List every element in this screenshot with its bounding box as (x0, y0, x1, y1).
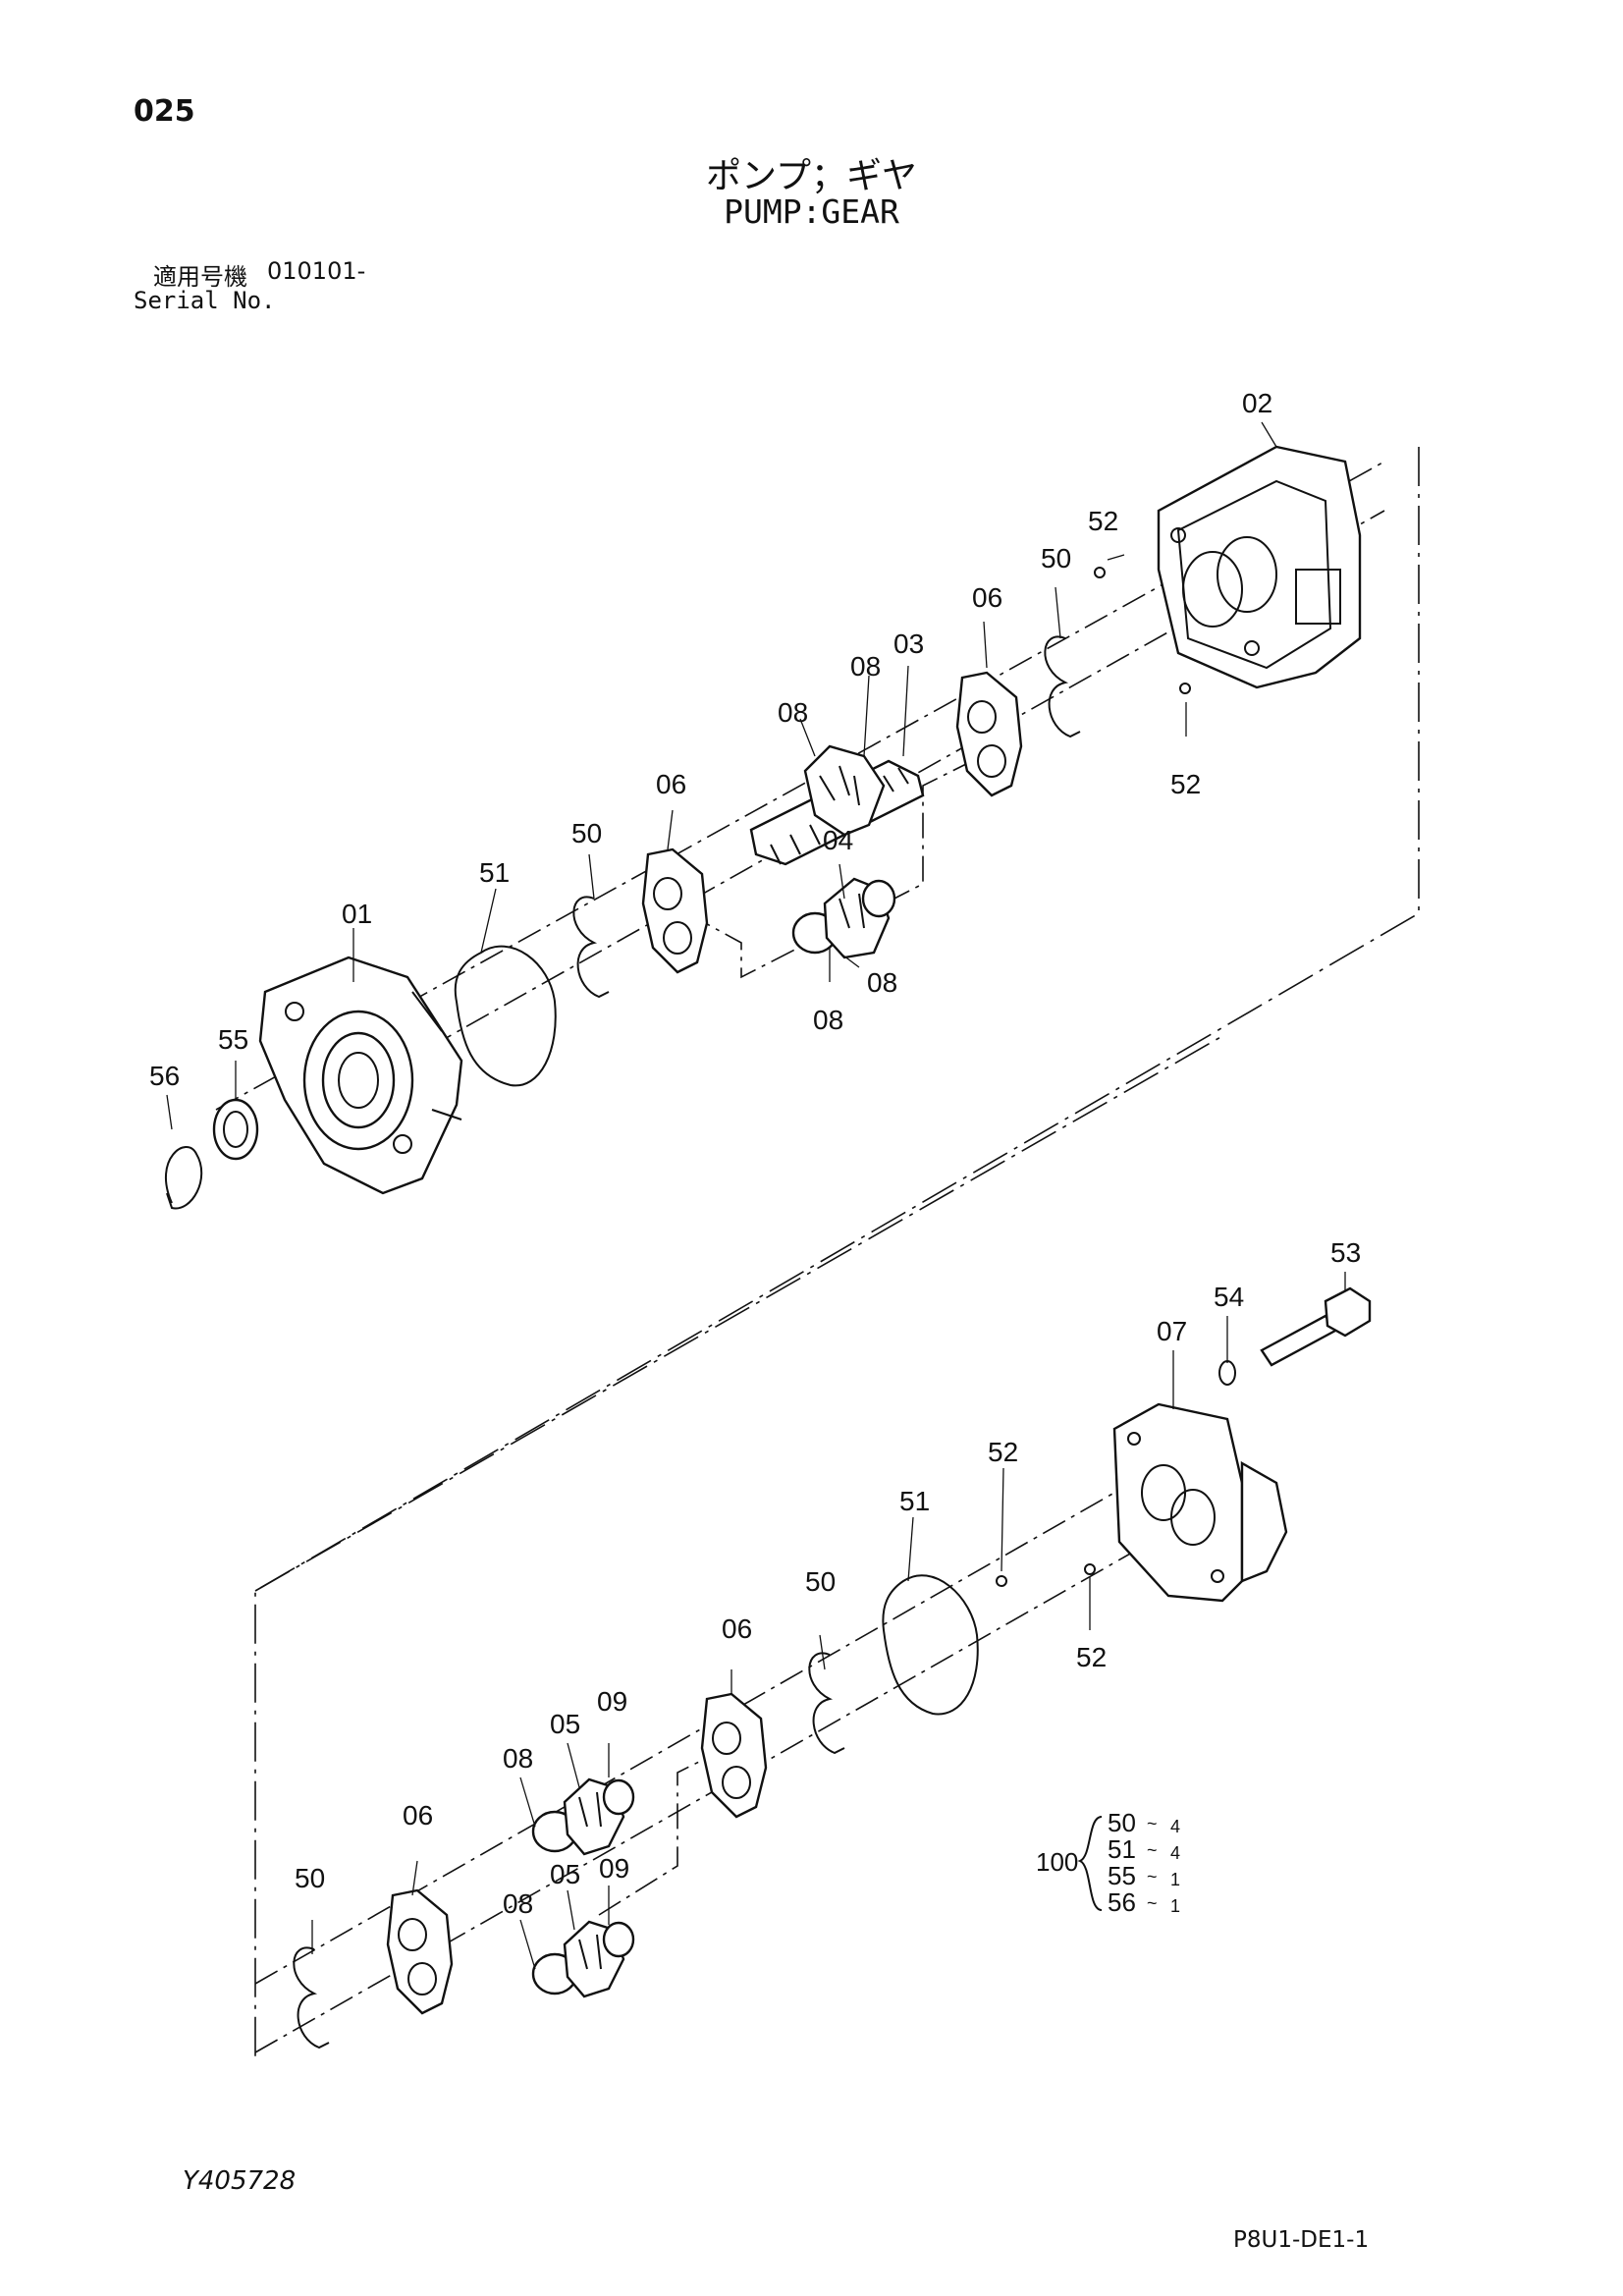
callout-05-lower-a: 05 (550, 1709, 580, 1739)
kit-brace (1077, 1816, 1103, 1911)
callout-51-upper: 51 (479, 857, 510, 888)
end-cover-part (1112, 1402, 1288, 1603)
callout-08-lower-b: 08 (503, 1888, 533, 1919)
gear-lower-upper-part (531, 1777, 635, 1856)
callout-03: 03 (893, 629, 924, 659)
leader-lines (166, 421, 1346, 1970)
page-title-english: PUMP:GEAR (724, 192, 899, 231)
callout-50-lower-left: 50 (295, 1863, 325, 1893)
gear-lower-lower-part (531, 1920, 635, 1998)
kit-tilde-50: ~ (1147, 1814, 1158, 1833)
callout-52-lower-b: 52 (1076, 1642, 1107, 1672)
kit-tilde-55: ~ (1147, 1867, 1158, 1886)
lower-frame-top (254, 1035, 1223, 1592)
side-plate-lower-left (386, 1888, 454, 2015)
callout-50-upper: 50 (1041, 543, 1071, 574)
kit-qty-50: 4 (1170, 1817, 1180, 1836)
kit-qty-55: 1 (1170, 1870, 1180, 1889)
callout-08-upper-d: 08 (813, 1005, 843, 1035)
kit-qty-56: 1 (1170, 1896, 1180, 1916)
kit-part-55: 55 (1108, 1861, 1136, 1890)
callout-06-lower-right: 06 (722, 1613, 752, 1644)
callout-53: 53 (1330, 1237, 1361, 1268)
callout-07: 07 (1157, 1316, 1187, 1346)
o-ring-upper (454, 945, 557, 1087)
page-number: 025 (134, 94, 195, 129)
callout-52-upper-b: 52 (1170, 769, 1201, 799)
bolt-part (1260, 1286, 1372, 1367)
drawing-code: Y405728 (183, 2166, 297, 2196)
drive-shaft-part (749, 744, 925, 866)
pin-lower-top (996, 1575, 1007, 1587)
callout-09-lower-a: 09 (597, 1686, 627, 1717)
callout-04: 04 (823, 825, 853, 855)
callout-52-upper: 52 (1088, 506, 1118, 536)
seal-lower-left (293, 1946, 330, 2050)
page-title-japanese: ポンプ；ギヤ (706, 156, 917, 196)
page-code: P8U1-DE1-1 (1233, 2227, 1370, 2253)
serial-number-value: 010101- (267, 257, 366, 285)
side-plate-lower-right (700, 1692, 768, 1819)
callout-52-lower-a: 52 (988, 1437, 1018, 1467)
kit-qty-51: 4 (1170, 1843, 1180, 1863)
seal-upper-right (1044, 635, 1081, 738)
callout-02: 02 (1242, 388, 1272, 418)
oil-seal-part (212, 1098, 259, 1161)
pin-lower-bottom (1084, 1563, 1096, 1575)
callout-08-upper-a: 08 (850, 651, 881, 682)
callout-06-upper-right: 06 (972, 582, 1002, 613)
kit-quantity-table: 100 50 ~ 4 51 ~ 4 55 ~ 1 56 ~ 1 (1036, 1808, 1180, 1917)
snap-ring-part (165, 1146, 203, 1210)
seal-upper-left (572, 896, 610, 999)
callout-01: 01 (342, 899, 372, 929)
callout-08-upper-b: 08 (778, 697, 808, 728)
serial-label-english: Serial No. (134, 287, 276, 314)
front-cover-part (258, 956, 463, 1195)
callout-56: 56 (149, 1061, 180, 1091)
serial-label-japanese: 適用号機 (153, 263, 247, 291)
kit-label: 100 (1036, 1847, 1078, 1877)
callout-50-lower-right: 50 (805, 1566, 836, 1597)
callout-50-upper-left: 50 (571, 818, 602, 848)
side-plate-upper-left (641, 847, 709, 974)
callout-54: 54 (1214, 1282, 1244, 1312)
callout-06-lower-left: 06 (403, 1800, 433, 1831)
seal-lower-right (808, 1652, 845, 1755)
kit-tilde-51: ~ (1147, 1840, 1158, 1860)
side-plate-upper-right (955, 671, 1023, 797)
kit-part-50: 50 (1108, 1808, 1136, 1837)
section-connector-frame (254, 447, 1420, 2057)
callout-55: 55 (218, 1024, 248, 1055)
kit-part-51: 51 (1108, 1834, 1136, 1864)
o-ring-lower (882, 1574, 979, 1716)
callout-06-upper-left: 06 (656, 769, 686, 799)
callout-51-lower: 51 (899, 1486, 930, 1516)
kit-part-56: 56 (1108, 1887, 1136, 1917)
pin-upper-bottom (1179, 683, 1191, 694)
callout-09-lower-b: 09 (599, 1853, 629, 1884)
callout-05-lower-b: 05 (550, 1859, 580, 1889)
callout-08-lower-a: 08 (503, 1743, 533, 1774)
callout-08-upper-c: 08 (867, 967, 897, 998)
kit-tilde-56: ~ (1147, 1893, 1158, 1913)
driven-gear-part (791, 877, 896, 959)
pin-upper-top (1094, 567, 1106, 578)
rear-housing-part (1157, 445, 1362, 689)
